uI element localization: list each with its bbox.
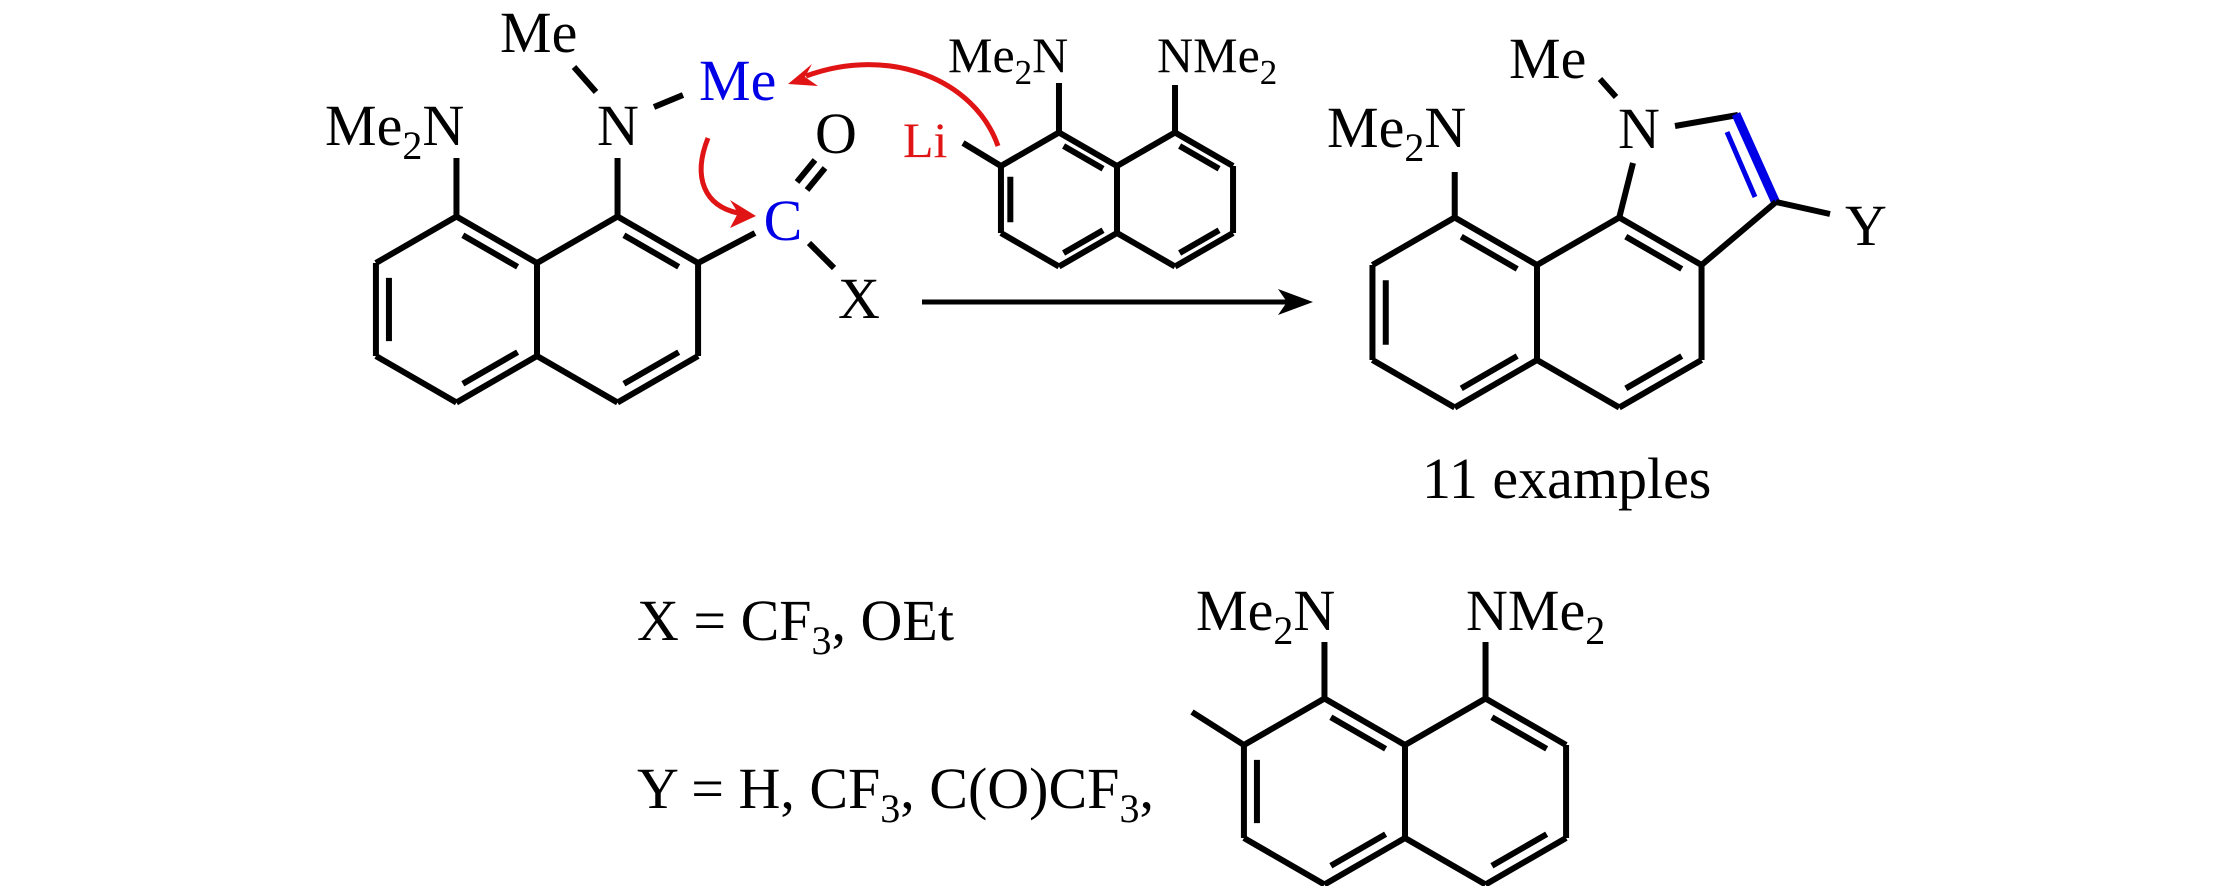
product-me2n-label: Me2N: [1327, 95, 1466, 170]
bond-lines: [372, 65, 1831, 886]
double-bond-inner-line: [1459, 234, 1519, 272]
double-bond-inner-line: [1062, 227, 1105, 256]
li-to-me-curved-arrow: [805, 62, 1001, 147]
reactant-n-label: N: [597, 93, 639, 158]
product-me-label: Me: [1509, 26, 1586, 91]
double-bond-inner-line: [1624, 234, 1684, 272]
reactant-migrating-me-label: Me: [699, 48, 776, 113]
reactant-carbonyl-c-label: C: [764, 188, 803, 253]
ring-bond: [1242, 835, 1326, 886]
double-bond-inner-line: [1490, 714, 1549, 752]
c-o-double-bond: [794, 158, 818, 184]
curved-arrowhead-icon: [788, 64, 818, 86]
c-y-bond: [1775, 199, 1831, 217]
n-me-migrating-bond: [652, 92, 685, 110]
reactant-x-label: X: [838, 266, 880, 331]
ring-bond: [616, 353, 700, 406]
ring-bond: [1115, 230, 1177, 270]
mechanism-arrows: [698, 62, 1001, 228]
ring-bond: [454, 213, 539, 266]
ring-bond: [1403, 835, 1488, 886]
arrowhead-icon: [1278, 289, 1313, 315]
n-me-bond: [571, 65, 599, 94]
ring-bond: [1453, 357, 1539, 411]
pyrrole-ring-bond: [1699, 199, 1778, 268]
reaction-arrow: [922, 289, 1313, 315]
ring-bond: [1322, 695, 1407, 748]
y-substituent-nme2-label: NMe2: [1466, 578, 1605, 653]
ring-bond: [1115, 129, 1177, 169]
reactant-molecule: Me2N N Me Me O C X: [325, 0, 880, 331]
ring-bond: [1057, 230, 1119, 270]
new-double-bond-highlight: [1731, 112, 1781, 205]
c-li-bond: [961, 140, 1003, 169]
curved-arrowhead-icon: [730, 200, 756, 228]
ring-bond: [1242, 695, 1326, 748]
product-molecule: Me2N N Me Y 11 examples: [1327, 26, 1887, 511]
double-bond-inner-line: [1329, 831, 1388, 869]
x-definition: X = CF3, OEt: [637, 588, 954, 663]
ring-bond: [1453, 214, 1539, 268]
double-bond-inner-line: [1459, 353, 1519, 391]
reactant-me-top-label: Me: [500, 0, 577, 65]
ring-carbonyl-bond: [696, 230, 757, 266]
ring-bond: [999, 129, 1061, 169]
ring-bond: [1484, 835, 1568, 886]
new-double-bond-inner-line: [1724, 131, 1758, 198]
ring-bond: [454, 353, 539, 406]
ring-bond: [1403, 695, 1488, 748]
ring-bond: [1057, 129, 1119, 169]
ring-bond: [374, 353, 458, 406]
ring-bond: [1617, 357, 1704, 411]
attachment-bond: [1190, 709, 1246, 748]
double-bond-inner-line: [1624, 353, 1684, 391]
n-me-bond: [1597, 77, 1619, 99]
double-bond-inner-line: [622, 232, 681, 270]
ring-n-bond: [1616, 162, 1636, 219]
me-to-carbonyl-curved-arrow: [698, 137, 739, 216]
ring-bond: [999, 230, 1061, 270]
ring-bond: [535, 353, 620, 406]
double-bond-inner-line: [1490, 831, 1549, 869]
double-bond-inner-line: [1178, 143, 1221, 172]
reagent-nme2-label: NMe2: [1157, 27, 1277, 92]
double-bond-inner-line: [1329, 714, 1388, 752]
reagent-me2n-label: Me2N: [948, 27, 1068, 92]
ring-bond: [1535, 214, 1621, 268]
reagent-molecule: Li Me2N NMe2: [903, 27, 1277, 168]
ring-bond: [1322, 835, 1407, 886]
double-bond-inner-line: [1178, 227, 1221, 256]
ring-bond: [535, 213, 620, 266]
n-ch-bond: [1674, 112, 1739, 129]
product-y-label: Y: [1845, 193, 1887, 258]
double-bond-inner-line: [461, 232, 520, 270]
c-o-double-bond: [804, 166, 828, 192]
double-bond-inner-line: [1062, 143, 1105, 172]
ring-bond: [1173, 230, 1235, 270]
ring-bond: [1617, 214, 1704, 268]
reactant-o-label: O: [815, 101, 857, 166]
double-bond-inner-line: [461, 349, 520, 387]
ring-bond: [1370, 357, 1457, 411]
ring-bond: [616, 213, 700, 266]
y-definition: Y = H, CF3, C(O)CF3,: [637, 756, 1154, 831]
product-caption: 11 examples: [1422, 446, 1711, 511]
reactant-me2n-label: Me2N: [325, 93, 464, 168]
double-bond-inner-line: [622, 349, 681, 387]
y-substituent-me2n-label: Me2N: [1196, 578, 1335, 653]
ring-bond: [1173, 129, 1235, 169]
ring-bond: [1484, 695, 1568, 748]
product-n-label: N: [1618, 96, 1660, 161]
substituent-definitions: X = CF3, OEt Y = H, CF3, C(O)CF3, Me2N N…: [637, 578, 1605, 831]
ring-bond: [1370, 214, 1457, 268]
reagent-li-label: Li: [903, 112, 947, 168]
c-x-bond: [806, 240, 837, 271]
ring-bond: [374, 213, 458, 266]
ring-bond: [1535, 357, 1621, 411]
